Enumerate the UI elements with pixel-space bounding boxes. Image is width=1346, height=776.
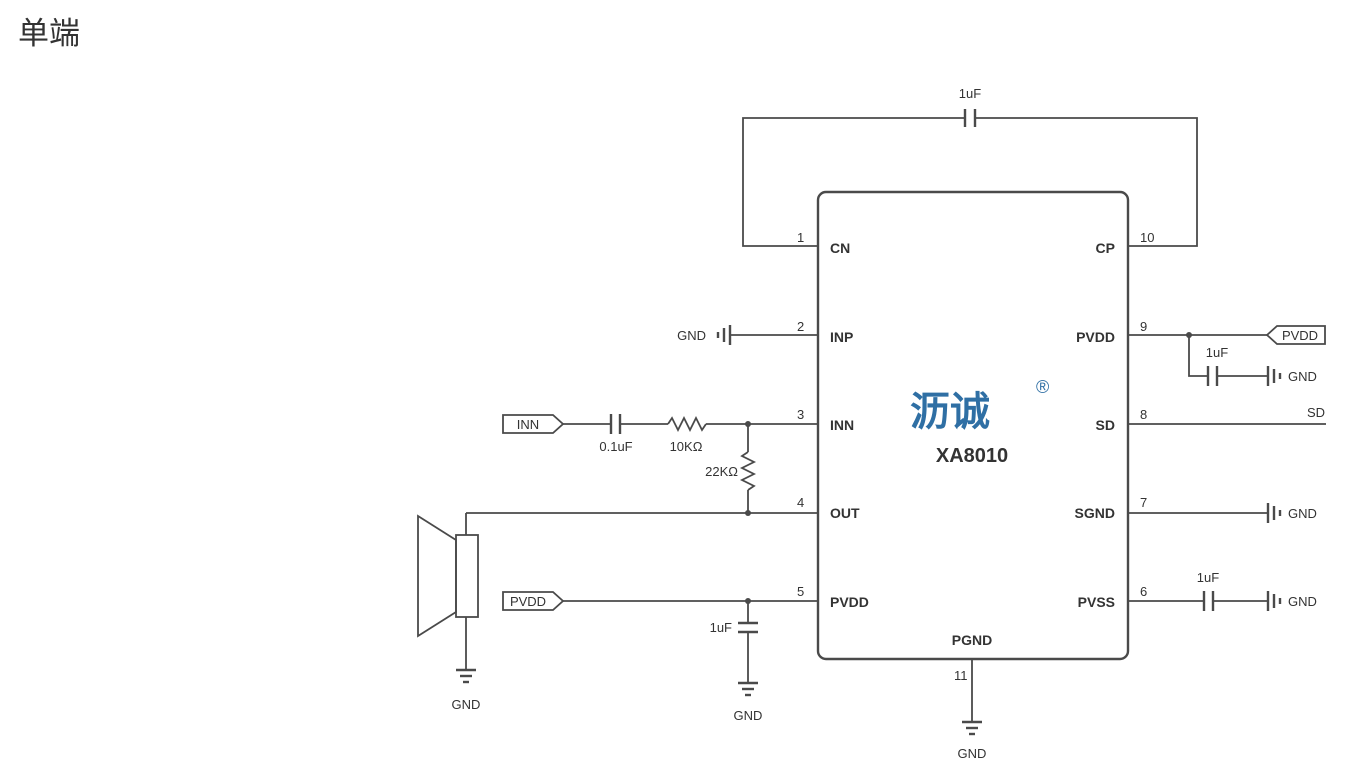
- speaker-icon: [417, 514, 479, 684]
- inp-ground: [716, 325, 818, 345]
- brand-logo: 沥诚: [910, 389, 990, 435]
- pgnd-ground: [962, 659, 982, 736]
- ic-body: [816, 190, 1130, 661]
- pvdd-right-chain: [1128, 325, 1326, 386]
- inn-net-label: INN: [517, 417, 539, 432]
- pvss-chain: [1128, 591, 1282, 611]
- res-fb-label: 22KΩ: [705, 464, 738, 479]
- gnd-label-sgnd: GND: [1288, 506, 1317, 521]
- gnd-label-inp: GND: [677, 328, 706, 343]
- pin-num-7: 7: [1140, 495, 1147, 510]
- pin-num-1: 1: [797, 230, 804, 245]
- pin-name-pvdd-left: PVDD: [830, 594, 869, 610]
- pvdd-left-net-label: PVDD: [510, 594, 546, 609]
- cap-pvdd-left-label: 1uF: [710, 620, 732, 635]
- pin-num-8: 8: [1140, 407, 1147, 422]
- pin-name-cp: CP: [1096, 240, 1115, 256]
- gnd-label-pvdd-right: GND: [1288, 369, 1317, 384]
- res-inn-label: 10KΩ: [670, 439, 703, 454]
- pin-num-10: 10: [1140, 230, 1154, 245]
- pin-num-5: 5: [797, 584, 804, 599]
- registered-mark: ®: [1036, 377, 1049, 397]
- sgnd-ground: [1128, 503, 1282, 523]
- cap-inn-label: 0.1uF: [599, 439, 632, 454]
- page-title: 单端: [18, 16, 80, 52]
- pvdd-left-chain: [502, 591, 818, 697]
- gnd-label-pvdd-left: GND: [734, 708, 763, 723]
- cap-cn-cp-label: 1uF: [959, 86, 981, 101]
- pin-name-inp: INP: [830, 329, 853, 345]
- pin-name-sd: SD: [1096, 417, 1115, 433]
- pvdd-right-net-label: PVDD: [1282, 328, 1318, 343]
- sd-net-label: SD: [1307, 405, 1325, 420]
- part-number: XA8010: [936, 445, 1008, 467]
- pin-num-6: 6: [1140, 584, 1147, 599]
- pin-num-3: 3: [797, 407, 804, 422]
- cap-pvss-label: 1uF: [1197, 570, 1219, 585]
- pin-name-inn: INN: [830, 417, 854, 433]
- pin-name-pvdd-right: PVDD: [1076, 329, 1115, 345]
- pin-name-cn: CN: [830, 240, 850, 256]
- cn-cp-loop: [742, 109, 1198, 247]
- pin-name-sgnd: SGND: [1075, 505, 1115, 521]
- pin-num-2: 2: [797, 319, 804, 334]
- pin-name-pvss: PVSS: [1078, 594, 1115, 610]
- pin-num-9: 9: [1140, 319, 1147, 334]
- gnd-label-pvss: GND: [1288, 594, 1317, 609]
- pin-name-pgnd: PGND: [952, 632, 992, 648]
- out-speaker-wire: [465, 510, 818, 535]
- gnd-label-speaker: GND: [452, 697, 481, 712]
- pin-num-11: 11: [954, 668, 968, 683]
- pin-num-4: 4: [797, 495, 804, 510]
- pin-name-out: OUT: [830, 505, 860, 521]
- gnd-label-pgnd: GND: [958, 746, 987, 761]
- cap-pvdd-right-label: 1uF: [1206, 345, 1228, 360]
- inn-input-chain: [502, 414, 818, 513]
